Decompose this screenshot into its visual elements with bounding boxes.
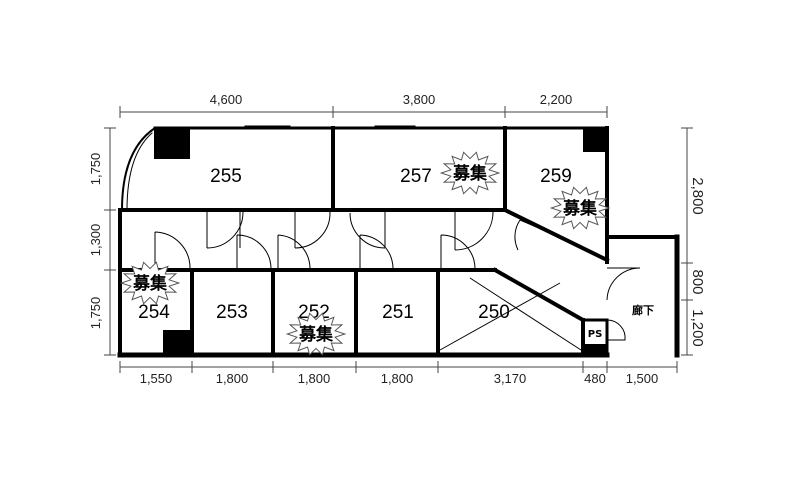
- starburst-shape: [119, 261, 181, 305]
- badge-label: 募集: [562, 198, 598, 219]
- badge-room-254: 募集: [119, 261, 181, 305]
- structural-columns: [154, 128, 607, 355]
- badge-room-257: 募集: [439, 151, 501, 195]
- dim-bottom-1: 1,550: [140, 371, 173, 386]
- room-259-label: 259: [540, 166, 572, 187]
- room-250-cross: [439, 277, 582, 351]
- corridor-label: 廊下: [632, 303, 654, 317]
- room-251-label: 251: [382, 302, 414, 323]
- badge-room-252: 募集: [285, 312, 347, 356]
- room-253-label: 253: [216, 302, 248, 323]
- dim-top-1: 4,600: [210, 92, 243, 107]
- badge-room-259: 募集: [549, 186, 611, 230]
- dim-top-2: 3,800: [403, 92, 436, 107]
- badge-label: 募集: [298, 324, 334, 345]
- dim-right-1: 2,800: [689, 177, 706, 215]
- dim-bottom-4: 1,800: [381, 371, 414, 386]
- dim-left-1: 1,750: [88, 153, 103, 186]
- doors: [154, 211, 641, 341]
- dim-bottom-2: 1,800: [216, 371, 249, 386]
- dim-bottom-3: 1,800: [298, 371, 331, 386]
- dim-left-2: 1,300: [88, 224, 103, 257]
- dim-left-3: 1,750: [88, 297, 103, 330]
- dim-bottom-6: 480: [584, 371, 606, 386]
- starburst-shape: [549, 186, 611, 230]
- dimension-lines: [104, 106, 693, 373]
- dim-right-2: 800: [689, 269, 706, 294]
- room-250-label: 250: [478, 302, 510, 323]
- dim-bottom-7: 1,500: [626, 371, 659, 386]
- starburst-shape: [285, 312, 347, 356]
- room-254-label: 254: [138, 302, 170, 323]
- room-255-label: 255: [210, 166, 242, 187]
- dim-bottom-5: 3,170: [494, 371, 527, 386]
- badge-label: 募集: [132, 273, 168, 294]
- dim-top-3: 2,200: [540, 92, 573, 107]
- ps-label: PS: [588, 329, 603, 340]
- room-257-label: 257: [400, 166, 432, 187]
- badge-label: 募集: [452, 163, 488, 184]
- dim-right-3: 1,200: [689, 309, 706, 347]
- starburst-shape: [439, 151, 501, 195]
- walls: [117, 125, 680, 358]
